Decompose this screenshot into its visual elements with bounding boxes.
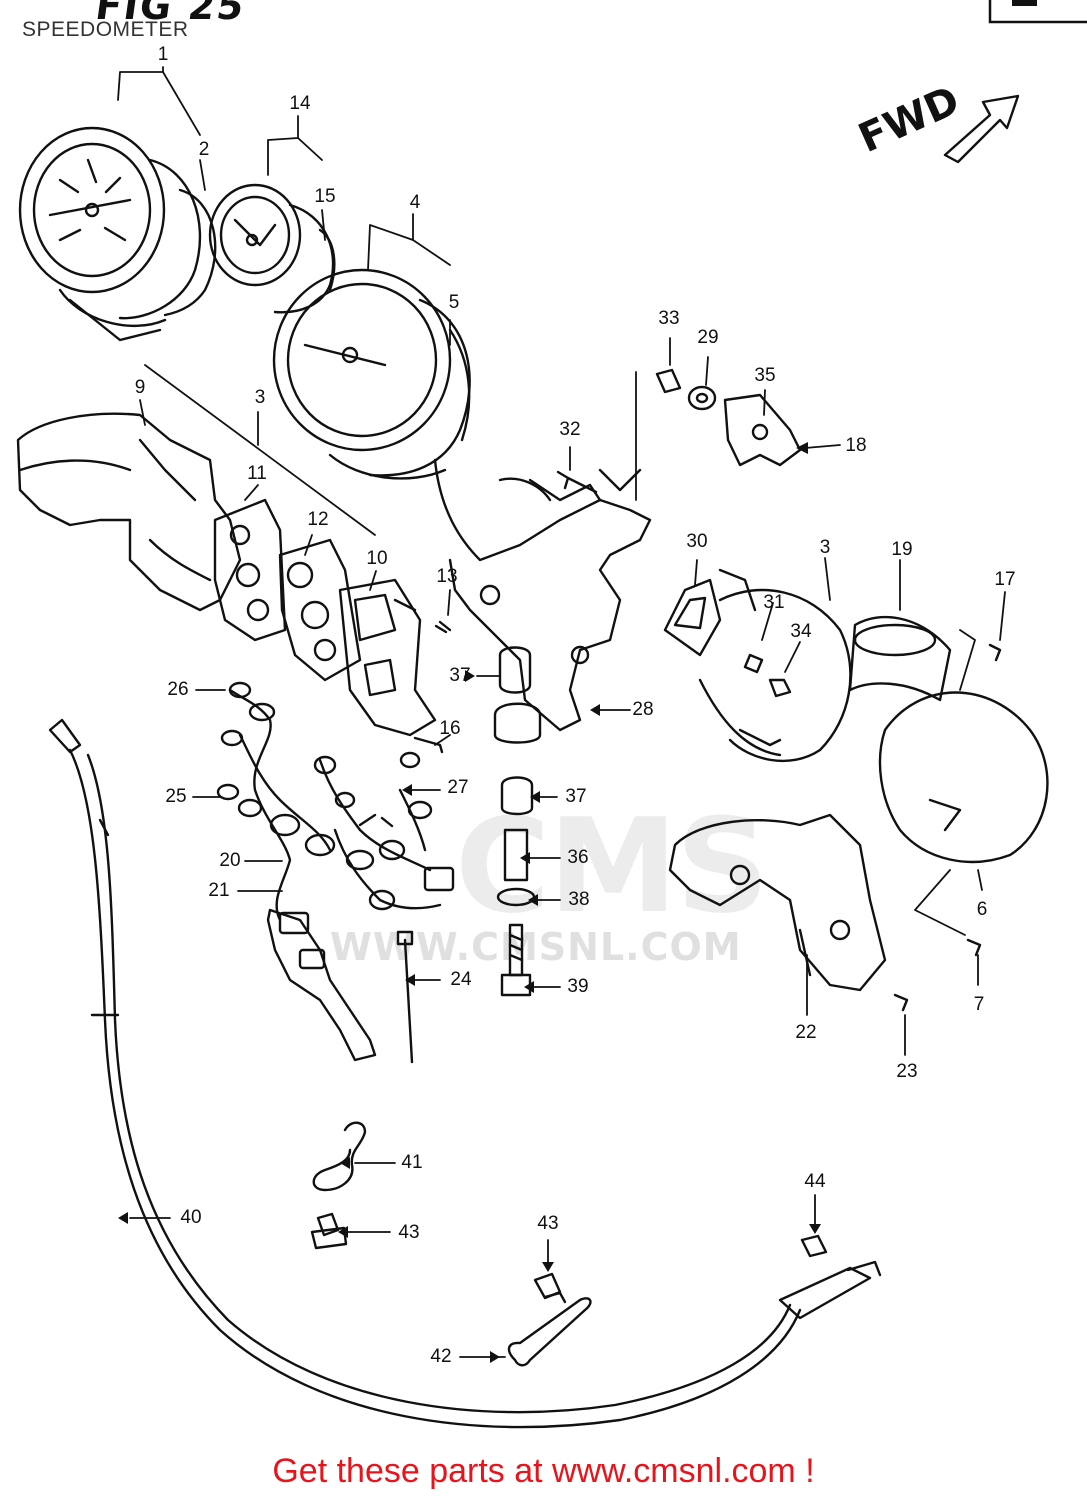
page-title: SPEEDOMETER: [22, 18, 189, 41]
socket-part-30: [663, 578, 722, 657]
bolt-part-43: [310, 1212, 567, 1304]
callout-22: 22: [795, 1022, 817, 1043]
cover-part-9: [16, 412, 242, 612]
callout-25: 25: [165, 786, 187, 807]
forward-arrow-icon: [943, 94, 1020, 164]
bolt-part-44: [800, 1234, 828, 1258]
callout-26: 26: [167, 679, 189, 700]
callout-13: 13: [436, 566, 458, 587]
callout-21: 21: [208, 880, 230, 901]
callout-40: 40: [180, 1207, 202, 1228]
callout-33: 33: [658, 308, 680, 329]
callout-30: 30: [686, 531, 708, 552]
callout-36: 36: [567, 847, 589, 868]
callout-38: 38: [568, 889, 590, 910]
tie-part-24: [396, 930, 414, 1064]
callout-15: 15: [314, 186, 336, 207]
callout-5: 5: [448, 292, 460, 313]
callout-1: 1: [157, 44, 169, 65]
callout-6: 6: [976, 899, 988, 920]
callout-3: 3: [254, 387, 266, 408]
ring-part-19: [848, 615, 952, 702]
callout-24: 24: [450, 969, 472, 990]
callout-7: 7: [973, 994, 985, 1015]
clamp-part-42: [507, 1297, 592, 1367]
callout-19: 19: [891, 539, 913, 560]
callout-23: 23: [896, 1061, 918, 1082]
callout-29: 29: [697, 327, 719, 348]
callout-43: 43: [398, 1222, 420, 1243]
callout-35: 35: [754, 365, 776, 386]
speedometer-cable-part-40: [48, 718, 882, 1429]
leader-lines: [117, 66, 1006, 1358]
callout-17: 17: [994, 569, 1016, 590]
clip-part-41: [312, 1121, 367, 1192]
meter-case-part-2: [163, 188, 217, 317]
callout-14: 14: [289, 93, 311, 114]
callout-4: 4: [409, 192, 421, 213]
callout-27: 27: [447, 777, 469, 798]
callout-20: 20: [219, 850, 241, 871]
callout-12: 12: [307, 509, 329, 530]
callout-31: 31: [763, 592, 785, 613]
callout-37: 37: [565, 786, 587, 807]
callout-42: 42: [430, 1346, 452, 1367]
callout-2: 2: [198, 139, 210, 160]
callout-10: 10: [366, 548, 388, 569]
callout-28: 28: [632, 699, 654, 720]
small-parts-upper: [413, 368, 1002, 1012]
wiring-harness: [216, 681, 455, 1062]
cap-part-6: [878, 691, 1049, 864]
callout-34: 34: [790, 621, 812, 642]
gasket-part-11: [213, 498, 287, 642]
indicator-panel-part-10: [338, 578, 437, 737]
callout-41: 41: [401, 1152, 423, 1173]
callout-37: 37: [449, 665, 471, 686]
callout-18: 18: [845, 435, 867, 456]
tachometer-part-1: [18, 126, 202, 342]
callout-39: 39: [567, 976, 589, 997]
callout-43: 43: [537, 1213, 559, 1234]
callout-3: 3: [819, 537, 831, 558]
gasket-part-12: [278, 538, 362, 682]
footer-promo-link[interactable]: Get these parts at www.cmsnl.com !: [272, 1452, 815, 1490]
fastener-stack: [493, 646, 542, 997]
plate-part-22: [668, 813, 887, 992]
leader-arrowheads: [118, 442, 821, 1363]
bracket-part-28: [433, 458, 652, 732]
callout-9: 9: [134, 377, 146, 398]
callout-11: 11: [247, 463, 267, 484]
callout-32: 32: [559, 419, 581, 440]
watermark-logo: CMS: [455, 790, 769, 942]
callout-16: 16: [439, 718, 461, 739]
speedometer-part-4: [272, 268, 471, 480]
callout-44: 44: [804, 1171, 826, 1192]
